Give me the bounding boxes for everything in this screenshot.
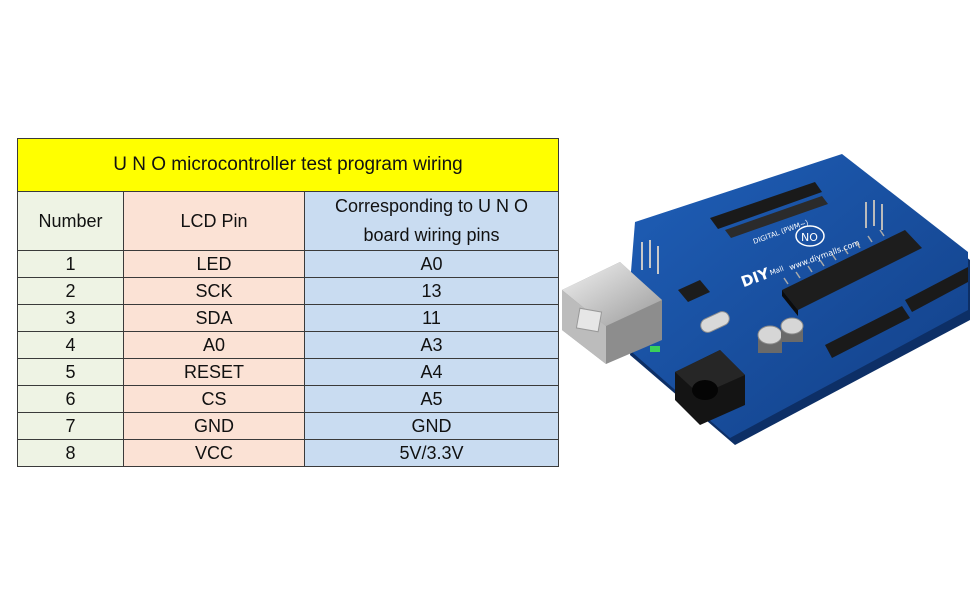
cell-uno-pin: A0 xyxy=(304,250,559,278)
cell-uno-pin: A3 xyxy=(304,331,559,359)
power-led xyxy=(650,346,660,352)
header-uno-pin: Corresponding to U N O board wiring pins xyxy=(304,191,559,251)
logo-text: NO xyxy=(801,231,818,244)
table-row: 8 VCC 5V/3.3V xyxy=(17,439,559,467)
right-headers xyxy=(825,267,968,358)
table-row: 5 RESET A4 xyxy=(17,358,559,386)
cell-lcd-pin: RESET xyxy=(123,358,305,386)
cell-number: 1 xyxy=(17,250,124,278)
cell-number: 4 xyxy=(17,331,124,359)
cell-number: 7 xyxy=(17,412,124,440)
cell-lcd-pin: GND xyxy=(123,412,305,440)
usb-chip xyxy=(678,280,710,302)
left-pins xyxy=(641,240,659,274)
atmega-chip xyxy=(782,229,922,316)
cell-uno-pin: 5V/3.3V xyxy=(304,439,559,467)
header-uno-line2: board wiring pins xyxy=(363,225,500,245)
cell-uno-pin: 13 xyxy=(304,277,559,305)
cell-uno-pin: 11 xyxy=(304,304,559,332)
cell-uno-pin: A5 xyxy=(304,385,559,413)
cell-lcd-pin: LED xyxy=(123,250,305,278)
usb-connector xyxy=(562,262,662,364)
cell-number: 2 xyxy=(17,277,124,305)
table-row: 6 CS A5 xyxy=(17,385,559,413)
cell-uno-pin: A4 xyxy=(304,358,559,386)
table-title: U N O microcontroller test program wirin… xyxy=(17,138,559,192)
uno-board-image: DIY Mall www.diymalls.com DIGITAL (PWM~)… xyxy=(562,154,970,445)
digital-header xyxy=(710,182,828,238)
crystal xyxy=(700,311,730,333)
cell-lcd-pin: A0 xyxy=(123,331,305,359)
cell-uno-pin: GND xyxy=(304,412,559,440)
header-number: Number xyxy=(17,191,124,251)
icsp-pins xyxy=(865,200,883,230)
cell-number: 5 xyxy=(17,358,124,386)
cell-lcd-pin: SDA xyxy=(123,304,305,332)
table-row: 7 GND GND xyxy=(17,412,559,440)
power-jack xyxy=(675,350,745,425)
table-row: 4 A0 A3 xyxy=(17,331,559,359)
header-lcd-pin: LCD Pin xyxy=(123,191,305,251)
capacitors xyxy=(757,317,804,353)
cell-lcd-pin: VCC xyxy=(123,439,305,467)
cell-lcd-pin: CS xyxy=(123,385,305,413)
cell-number: 8 xyxy=(17,439,124,467)
table-row: 1 LED A0 xyxy=(17,250,559,278)
table-row: 2 SCK 13 xyxy=(17,277,559,305)
uno-logo: NO xyxy=(795,225,825,247)
cell-number: 3 xyxy=(17,304,124,332)
cell-number: 6 xyxy=(17,385,124,413)
table-row: 3 SDA 11 xyxy=(17,304,559,332)
cell-lcd-pin: SCK xyxy=(123,277,305,305)
wiring-table: U N O microcontroller test program wirin… xyxy=(17,138,559,467)
header-uno-line1: Corresponding to U N O xyxy=(334,196,529,216)
